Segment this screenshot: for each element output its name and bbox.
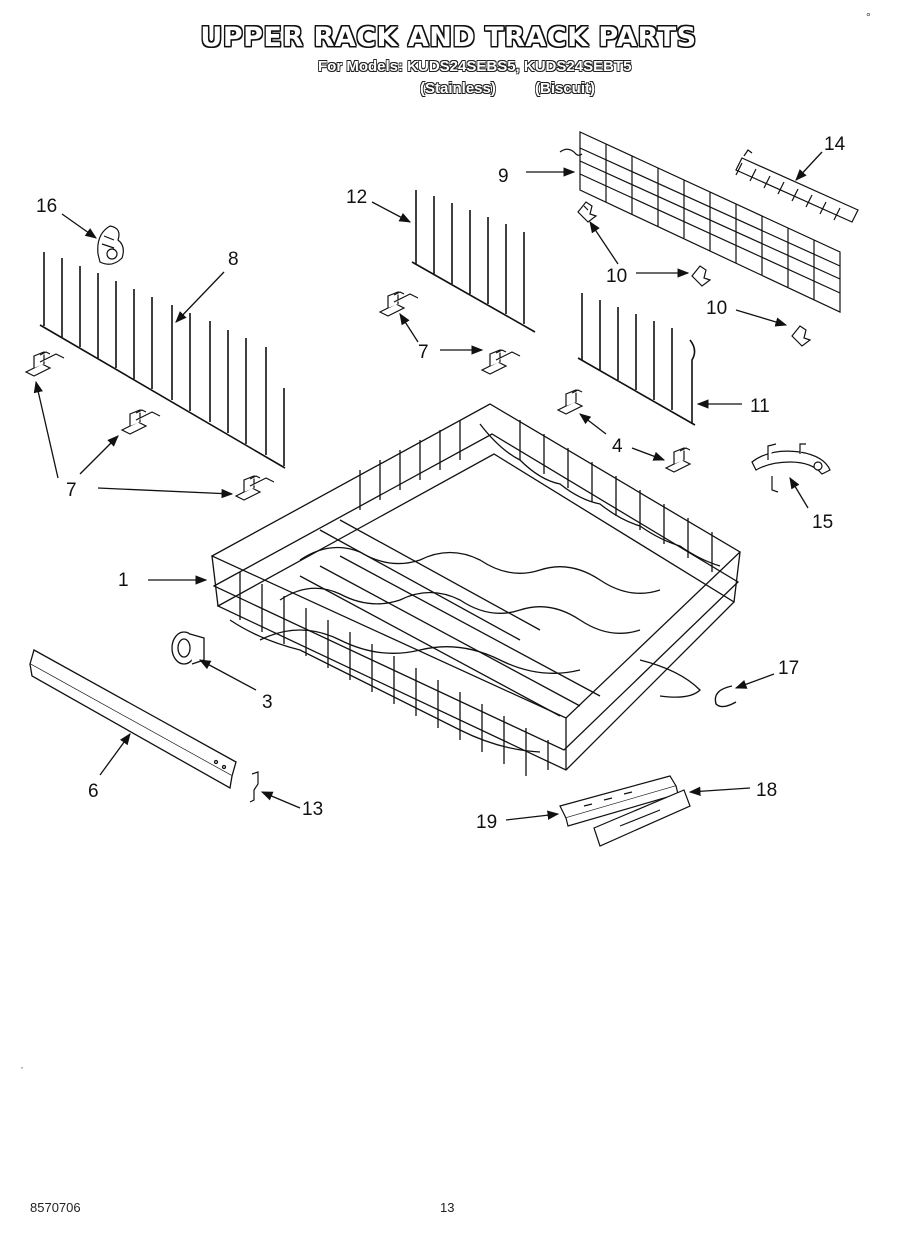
part-3-rack-wheel	[171, 631, 205, 665]
part-6-track-rail	[29, 649, 237, 790]
part-7-clip-center-top	[378, 291, 419, 317]
callout-15: 15	[812, 512, 833, 533]
variant-label-biscuit: (Biscuit)	[535, 80, 595, 97]
callout-7-left: 7	[66, 480, 77, 501]
margin-mark: ·	[20, 1060, 24, 1074]
variant-label-stainless: (Stainless)	[420, 80, 496, 97]
callout-7-center: 7	[418, 342, 429, 363]
corner-mark: °	[866, 10, 871, 24]
callout-1: 1	[118, 570, 129, 591]
part-19-track-end-cap	[559, 775, 679, 827]
part-7-clip-center-bottom	[480, 349, 521, 375]
callout-10-lower: 10	[706, 298, 727, 319]
part-8-tine-row-left	[39, 252, 286, 469]
callout-13: 13	[302, 799, 323, 820]
part-18-track-cover	[593, 789, 691, 847]
callout-9: 9	[498, 166, 509, 187]
callout-19: 19	[476, 812, 497, 833]
part-11-tine-row-right	[577, 293, 696, 426]
callout-12: 12	[346, 187, 367, 208]
callout-3: 3	[262, 692, 273, 713]
part-4-clip-bottom	[664, 447, 692, 473]
part-16-spring-clip	[97, 225, 124, 265]
part-12-tine-row-center	[411, 190, 536, 333]
part-9-wire-grid-panel	[559, 131, 841, 313]
part-7-clip-left-mid	[120, 409, 161, 435]
callout-17: 17	[778, 658, 799, 679]
page-number: 13	[440, 1200, 455, 1215]
part-13-track-stop	[249, 771, 259, 803]
callout-6: 6	[88, 781, 99, 802]
callout-8: 8	[228, 249, 239, 270]
document-number: 8570706	[30, 1200, 81, 1215]
part-4-clip-top	[556, 389, 584, 415]
callout-14: 14	[824, 134, 846, 155]
callout-16: 16	[36, 196, 57, 217]
model-subtitle: For Models: KUDS24SEBS5, KUDS24SEBT5	[318, 58, 632, 75]
part-15-cup-shelf-hinge	[751, 443, 831, 493]
callout-11: 11	[750, 396, 770, 417]
part-10-clip-mid	[691, 265, 712, 287]
callout-leaders	[33, 151, 823, 821]
part-10-clip-lower	[791, 325, 812, 347]
callout-numbers: 1 3 4 6 7 7 8 9 10 10 11 12 13 14 15 16 …	[36, 134, 846, 833]
part-1-upper-rack-basket	[210, 403, 742, 776]
callout-4: 4	[612, 436, 623, 457]
part-10-clip-upper	[577, 201, 598, 223]
page-title: UPPER RACK AND TRACK PARTS	[200, 22, 697, 53]
callout-18: 18	[756, 780, 777, 801]
part-7-clip-left-bottom	[234, 475, 275, 501]
callout-10-upper: 10	[606, 266, 627, 287]
part-7-clip-left-top	[24, 351, 65, 377]
part-17-wire-clip	[714, 685, 737, 708]
part-14-tine-clip-bar	[735, 149, 859, 223]
